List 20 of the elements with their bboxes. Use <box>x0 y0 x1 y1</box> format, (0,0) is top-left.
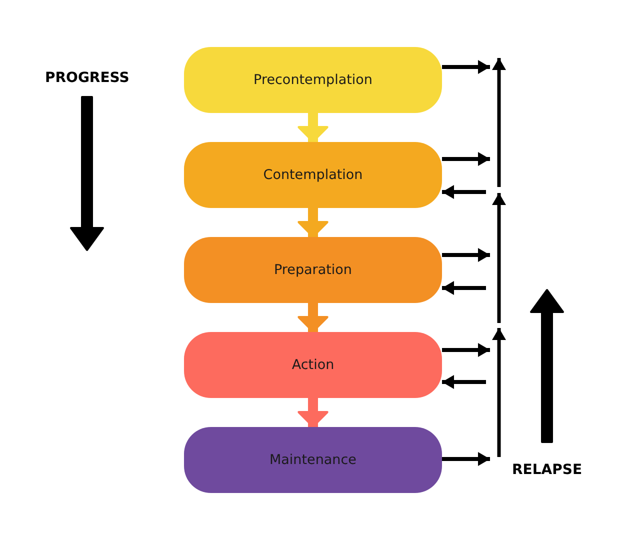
stage-box <box>184 427 442 493</box>
stage-box <box>184 47 442 113</box>
stage-label: Preparation <box>274 262 352 278</box>
stage-box <box>184 142 442 208</box>
arrow <box>442 452 490 466</box>
arrow <box>442 281 486 295</box>
arrow <box>442 152 490 166</box>
stage-box <box>184 237 442 303</box>
arrow <box>442 248 490 262</box>
stage-label: Action <box>292 357 334 373</box>
axis-label: PROGRESS <box>45 70 130 86</box>
axis-label: RELAPSE <box>512 462 582 478</box>
stage-label: Contemplation <box>263 167 363 183</box>
stage-label: Maintenance <box>270 452 356 468</box>
arrow <box>442 375 486 389</box>
arrow <box>442 343 490 357</box>
stage-label: Precontemplation <box>254 72 372 88</box>
arrow <box>442 60 490 74</box>
stage-box <box>184 332 442 398</box>
arrow <box>442 185 486 199</box>
